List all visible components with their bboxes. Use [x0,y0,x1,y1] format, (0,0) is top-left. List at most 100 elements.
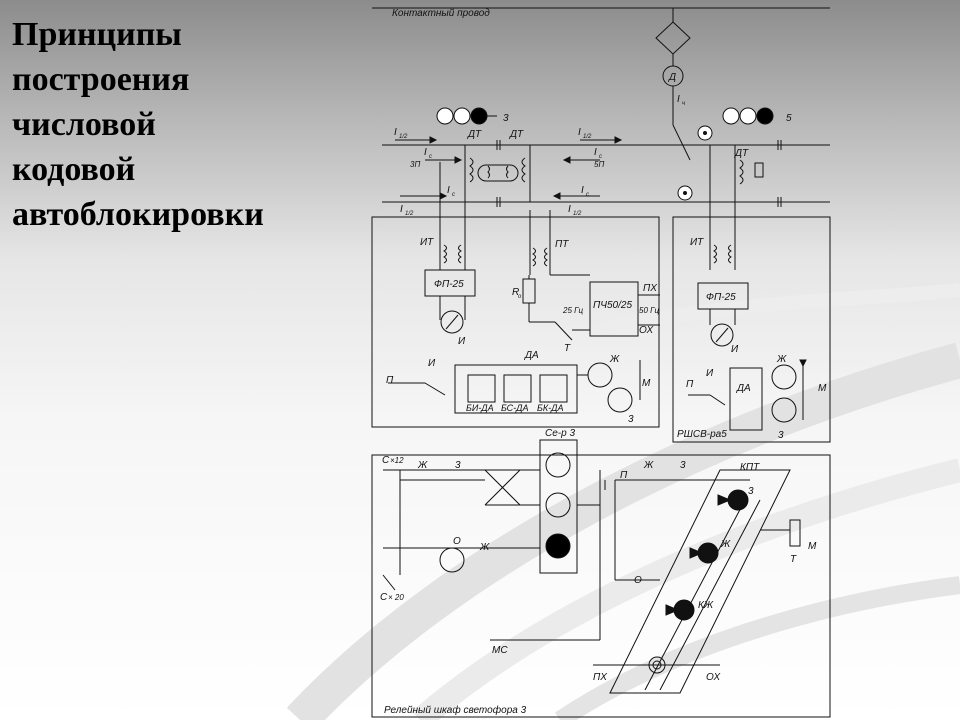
slide-title: Принципы построения числовой кодовой авт… [12,12,342,237]
d-label: Д [668,72,676,83]
m-label-2: М [818,383,827,394]
hz25-label: 25 Гц [562,306,583,315]
zh-label-6: Ж [720,539,731,550]
zh-label-4: Ж [643,460,654,471]
i12-label-c: I [400,204,403,215]
ic-label-a: I [424,147,427,158]
zh-label-2: Ж [776,354,787,365]
relay-cabinet-label: Релейный шкаф светофора 3 [384,704,527,716]
indicator-i-left [440,310,464,334]
c20-label: C [380,592,388,603]
bida-label: БИ-ДА [466,403,494,413]
resistor-ro [522,278,536,304]
relay-zh-left [587,362,613,388]
indicator-i-right [710,323,734,347]
right-equipment-frame [672,216,831,443]
i-label-3: И [731,344,739,355]
da-block-right [729,367,763,431]
relay-z-right [771,397,797,423]
ic-sub-c: с [452,192,455,198]
bkda-label: БК-ДА [537,403,564,413]
pt-label: ПТ [555,239,569,250]
o-label-2: О [634,575,642,586]
signal-5-label: 5 [786,113,792,124]
it-label-right: ИТ [690,237,704,248]
i12-label-a: I [394,127,397,138]
o-label-1: О [453,536,461,547]
title-line: числовой [12,106,156,143]
fp25-label-right: ФП-25 [706,292,736,303]
kpt-relay-parallelogram [609,469,791,694]
signal-3-label: 3 [503,113,509,124]
title-line: Принципы [12,16,182,53]
fp25-box-right [697,282,749,310]
da-label-left: ДА [524,350,539,361]
z-label-5: 3 [748,486,754,497]
p-label-1: П [386,375,394,386]
c12-sub-label: ×12 [390,456,404,465]
ox-label-bottom: ОХ [706,672,720,683]
kzh-label: КЖ [698,600,714,611]
i12-sub-d: 1/2 [573,211,582,217]
i-label-4: И [706,368,714,379]
iq-sub-label: ч [682,101,685,107]
z-label-3: 3 [455,460,461,471]
ic-sub-a: с [429,154,432,160]
kpt-label: КПТ [740,462,760,473]
it-label-left: ИТ [420,237,434,248]
ro-label: R [512,287,519,298]
zh-label-3: Ж [417,460,428,471]
spark-gap-diamond [655,21,691,55]
frequency-converter-box [589,281,639,337]
z-label-2: 3 [778,430,784,441]
ic-label-c: I [447,185,450,196]
t-label-top: Т [564,343,571,354]
dt-label-1: ДТ [467,129,482,140]
relay-cabinet-frame [371,454,831,718]
da-label-right: ДА [736,383,751,394]
m-label-1: М [642,378,651,389]
ic-label-b: I [594,147,597,158]
z-label-4: 3 [680,460,686,471]
ro-sub-label: о [518,294,522,300]
m-label-3: М [808,541,817,552]
iq-label: I [677,94,680,105]
signal-5-icon [722,107,774,125]
relay-z-left [607,387,633,413]
relay-zh-right [771,364,797,390]
t-label-bottom: Т [790,554,797,565]
signal-head [539,439,578,574]
i12-sub-c: 1/2 [405,211,414,217]
rshsv-label: РШСВ-ра5 [677,429,727,440]
ic-sub-d: с [586,192,589,198]
pch-label: ПЧ50/25 [593,300,632,311]
ms-label: МС [492,645,508,656]
title-line: построения [12,61,190,98]
zh-label-5: Ж [479,542,490,553]
sp-label: 5П [594,160,604,169]
contact-wire-label: Контактный провод [392,8,490,19]
signal-3-icon [436,107,497,125]
bsda-label: БС-ДА [501,403,529,413]
hz50-label: 50 Гц [639,306,659,315]
z-label-1: 3 [628,414,634,425]
i12-sub-a: 1/2 [399,134,408,140]
i-label-1: И [458,336,466,347]
i-label-2: И [428,358,436,369]
signal-lamp-bottom [545,533,571,559]
lamp-o-left [439,547,465,573]
ic-sub-b: с [599,154,602,160]
dt-label-3: ДТ [734,148,749,159]
signal-lamp-middle [545,492,571,518]
zh-label-1: Ж [609,354,620,365]
c12-label: C [382,455,390,466]
transmitter-t [789,519,801,547]
fp25-box-left [424,269,476,297]
px-label-bottom: ПХ [593,672,607,683]
ox-label-top: ОХ [639,325,653,336]
title-line: автоблокировки [12,196,264,233]
title-line: кодовой [12,151,136,188]
